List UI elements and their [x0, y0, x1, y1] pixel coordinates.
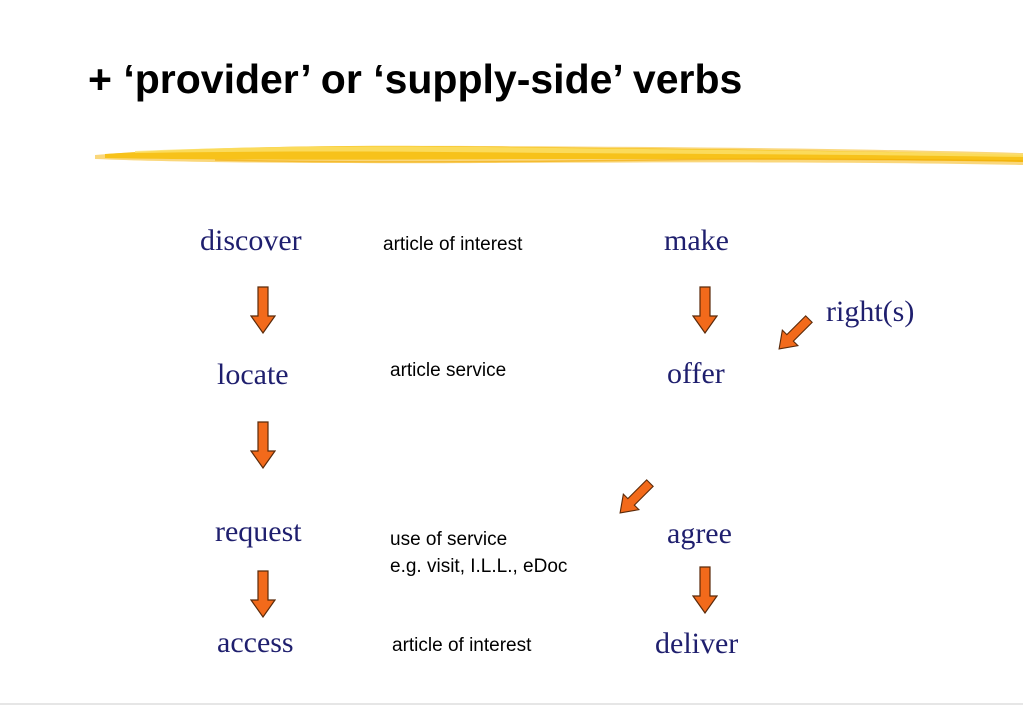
verb-offer: offer: [667, 357, 725, 390]
title-underline-brush-stroke: [95, 145, 1023, 165]
note-article-service: article service: [390, 360, 507, 381]
verb-locate: locate: [217, 358, 289, 391]
note-article-of-interest-2: article of interest: [392, 635, 532, 656]
diagonal-arrow-icon: [619, 479, 654, 514]
down-arrow-icon: [692, 286, 718, 334]
note-use-of-service: use of service: [390, 529, 508, 550]
slide-title: + ‘provider’ or ‘supply-side’ verbs: [88, 56, 743, 102]
down-arrow-icon: [250, 570, 276, 618]
verb-agree: agree: [667, 517, 732, 550]
side-label-rights: right(s): [826, 295, 915, 328]
down-arrow-icon: [250, 421, 276, 469]
down-arrow-icon: [250, 286, 276, 334]
slide-bottom-edge: [0, 703, 1023, 705]
verb-make: make: [664, 224, 729, 257]
verb-discover: discover: [200, 224, 302, 257]
note-examples: e.g. visit, I.L.L., eDoc: [390, 556, 568, 577]
diagonal-arrow-icon: [778, 315, 813, 350]
verb-access: access: [217, 626, 294, 659]
down-arrow-icon: [692, 566, 718, 614]
verb-deliver: deliver: [655, 627, 739, 660]
note-article-of-interest-1: article of interest: [383, 234, 523, 255]
verb-request: request: [215, 515, 302, 548]
